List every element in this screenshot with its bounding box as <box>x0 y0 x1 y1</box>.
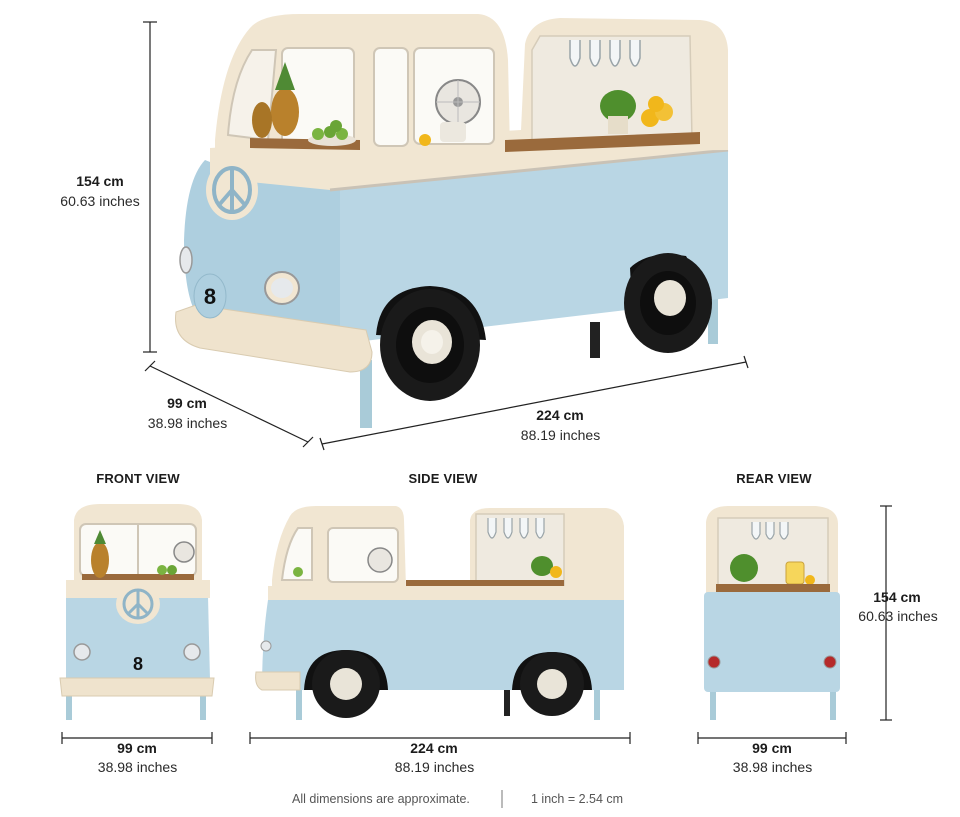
front-width-inches: 38.98 inches <box>97 759 178 775</box>
tail-light-icon <box>707 655 837 669</box>
side-view-title: SIDE VIEW <box>408 471 478 486</box>
rear-height-cm: 154 cm <box>873 589 921 605</box>
main-height-dimension-line <box>143 21 157 353</box>
front-view-peace-sign-icon <box>122 588 154 620</box>
desk-fan-icon <box>435 79 481 142</box>
main-depth-inches: 38.98 inches <box>147 415 228 431</box>
footer-note: All dimensions are approximate. <box>292 792 470 806</box>
rear-width-cm: 99 cm <box>752 740 792 756</box>
pineapple-icon <box>252 62 299 138</box>
main-front-number: 8 <box>203 284 217 309</box>
limes-icon <box>308 120 356 146</box>
side-view-wheel-icon <box>304 650 592 718</box>
rear-width-inches: 38.98 inches <box>732 759 813 775</box>
wine-glasses-icon <box>569 40 641 67</box>
rear-height-inches: 60.63 inches <box>858 608 938 624</box>
side-view-bus <box>255 506 624 720</box>
main-bus <box>175 14 729 428</box>
front-view-number: 8 <box>132 654 143 674</box>
side-width-inches: 88.19 inches <box>394 759 475 775</box>
side-width-dimension-line <box>249 732 631 744</box>
rear-height-dimension-line <box>880 505 892 721</box>
rear-view-bus <box>704 506 840 720</box>
main-height-cm: 154 cm <box>76 173 124 189</box>
front-width-cm: 99 cm <box>117 740 157 756</box>
main-height-inches: 60.63 inches <box>60 193 140 209</box>
main-length-dimension-line <box>319 355 749 451</box>
side-width-cm: 224 cm <box>410 740 458 756</box>
main-depth-dimension-line <box>144 360 314 448</box>
plant-icon <box>600 90 636 134</box>
rear-wheel-icon <box>624 253 712 353</box>
headlight-icon <box>179 246 300 305</box>
main-depth-cm: 99 cm <box>167 395 207 411</box>
front-view-bus <box>59 504 215 720</box>
peace-sign-icon <box>206 160 258 220</box>
front-view-title: FRONT VIEW <box>96 471 180 486</box>
main-length-cm: 224 cm <box>536 407 584 423</box>
rear-width-dimension-line <box>697 732 847 744</box>
footer-conversion: 1 inch = 2.54 cm <box>531 792 624 806</box>
main-length-inches: 88.19 inches <box>520 427 601 443</box>
wheel-icon <box>376 286 486 401</box>
rear-view-title: REAR VIEW <box>736 471 812 486</box>
front-width-dimension-line <box>61 732 213 744</box>
